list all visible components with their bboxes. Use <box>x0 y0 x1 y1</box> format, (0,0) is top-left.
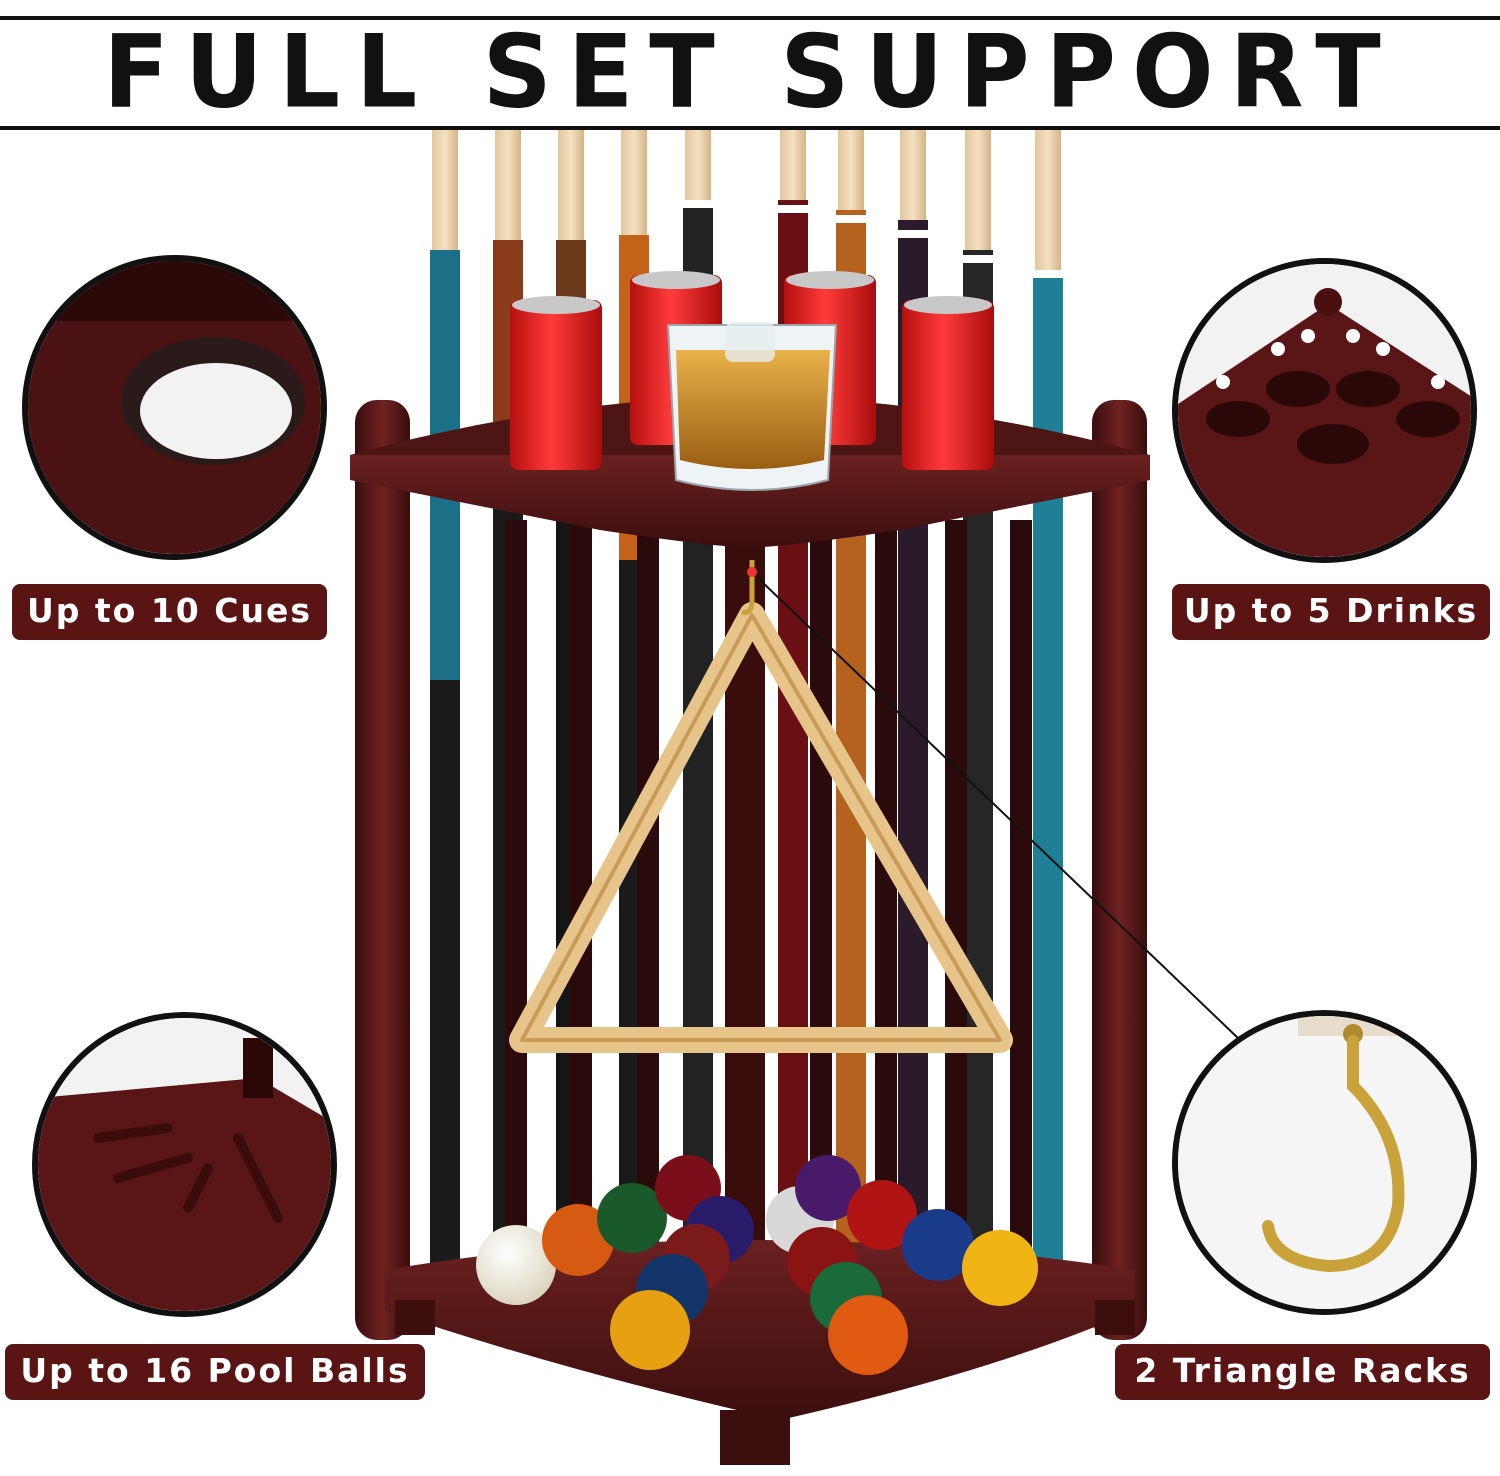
header-divider-top <box>0 16 1500 20</box>
page-title: FULL SET SUPPORT <box>103 13 1397 131</box>
feature-label-cues: Up to 10 Cues <box>12 584 327 640</box>
detail-circle-drink-holes <box>1172 258 1477 563</box>
feature-label-drinks: Up to 5 Drinks <box>1172 584 1490 640</box>
drink-holes-closeup-image <box>1178 264 1471 557</box>
header-divider-bottom <box>0 126 1500 130</box>
detail-circle-ball-tray <box>32 1012 337 1317</box>
cue-hole-closeup-image <box>28 261 321 554</box>
ball-tray-closeup-image <box>38 1018 331 1311</box>
feature-label-balls: Up to 16 Pool Balls <box>5 1344 425 1400</box>
header-band <box>0 0 1500 130</box>
detail-circle-hook <box>1172 1010 1477 1315</box>
feature-label-racks: 2 Triangle Racks <box>1115 1344 1490 1400</box>
hook-callout-line <box>759 579 1241 1041</box>
triangle-rack <box>509 560 1013 1053</box>
detail-circle-cue-hole <box>22 255 327 560</box>
cue-rack-frame <box>350 395 1150 1465</box>
hook-closeup-image <box>1178 1016 1471 1309</box>
drinks <box>510 271 994 491</box>
pool-balls <box>476 1155 1038 1375</box>
